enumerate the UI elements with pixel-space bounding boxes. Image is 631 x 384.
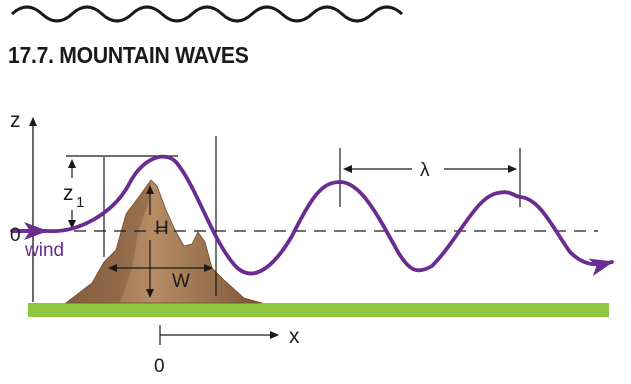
wind-label: wind <box>24 240 64 261</box>
z1-subscript: 1 <box>76 194 84 211</box>
mountain <box>64 179 263 304</box>
banner-wave <box>10 5 404 23</box>
wavelength-label: λ <box>420 160 430 181</box>
ground <box>28 303 609 317</box>
origin-z-label: 0 <box>10 225 21 246</box>
z1-label: z <box>63 182 74 205</box>
width-label: W <box>172 271 190 292</box>
z-axis-label: z <box>10 109 21 132</box>
height-label: H <box>155 218 169 239</box>
mountain-shading <box>66 180 151 303</box>
origin-x-label: 0 <box>154 356 165 377</box>
section-title: 17.7. MOUNTAIN WAVES <box>8 42 249 68</box>
x-axis-label: x <box>289 325 300 348</box>
airflow-wave <box>10 154 614 277</box>
